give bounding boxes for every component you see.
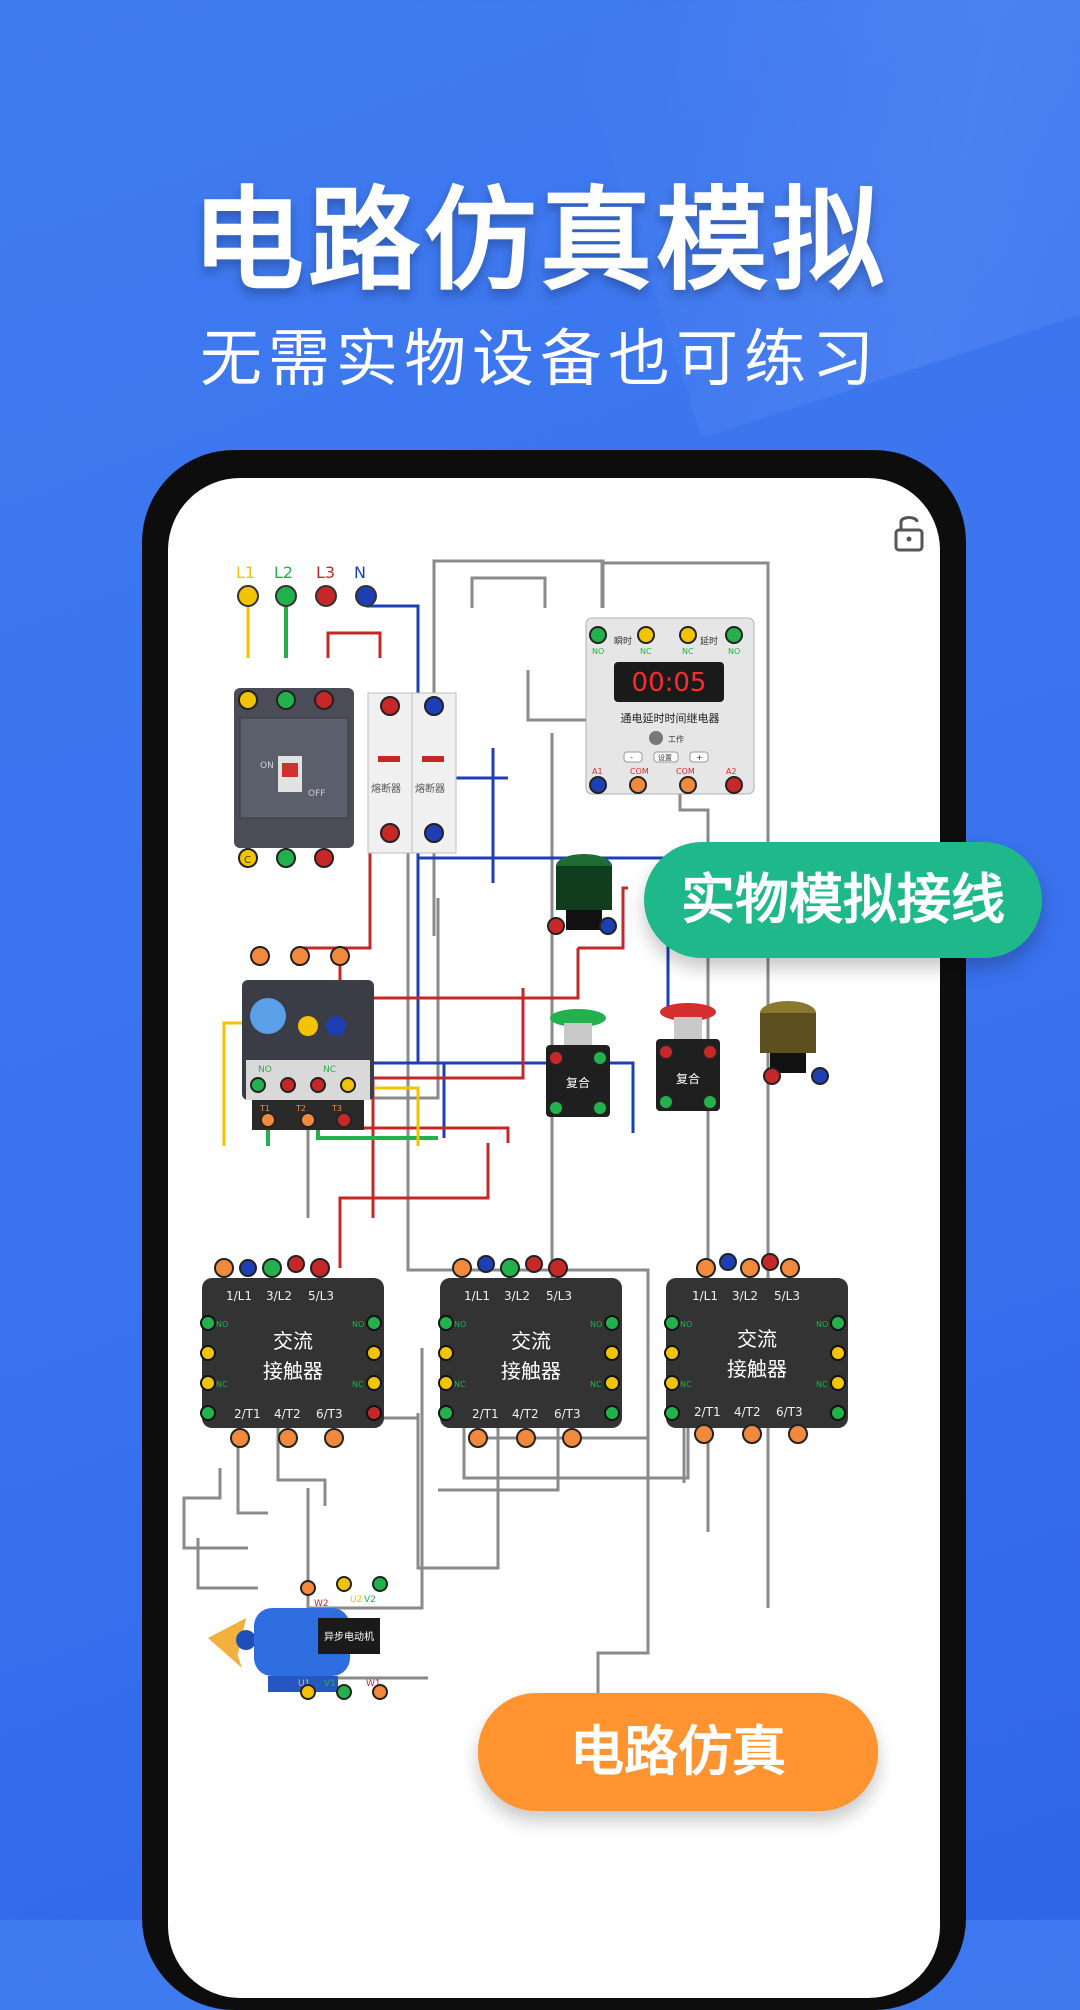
- terminal-l1-label: L1: [236, 563, 255, 582]
- c3-l2: 3/L2: [732, 1289, 758, 1303]
- relay-no-right: NO: [728, 647, 740, 656]
- c2-t1: 2/T1: [472, 1407, 499, 1421]
- c1-t3: 6/T3: [316, 1407, 343, 1421]
- circuit-sim-badge: 电路仿真: [478, 1693, 878, 1811]
- relay-delay-label: 延时: [700, 635, 718, 647]
- page-title: 电路仿真模拟: [192, 176, 888, 306]
- terminal-l2-label: L2: [274, 563, 293, 582]
- c1-t2: 4/T2: [274, 1407, 301, 1421]
- terminal-n: [355, 585, 377, 607]
- overload-nc-label: NC: [323, 1065, 336, 1075]
- c1-l3: 5/L3: [308, 1289, 334, 1303]
- red-push-button[interactable]: 复合: [656, 1003, 720, 1111]
- contactor-3[interactable]: 1/L1 3/L2 5/L3 交流 接触器 2/T1 4/T2 6/T3 NO …: [664, 1253, 848, 1444]
- c3-name-1: 交流: [737, 1327, 777, 1351]
- c3-l3: 5/L3: [774, 1289, 800, 1303]
- c2-nc-right: NC: [590, 1380, 602, 1389]
- green-push-button[interactable]: 复合: [546, 1009, 610, 1117]
- breaker-c-label: C: [244, 855, 251, 866]
- relay-no-left: NO: [592, 647, 604, 656]
- c3-l1: 1/L1: [692, 1289, 718, 1303]
- fuse-label-2: 熔断器: [415, 782, 445, 795]
- thermal-overload-relay[interactable]: NO NC T1 T2 T3: [242, 946, 374, 1130]
- motor-v1: V1: [324, 1679, 336, 1689]
- c3-nc-left: NC: [680, 1380, 692, 1389]
- relay-name: 通电延时时间继电器: [621, 712, 720, 725]
- relay-plus: +: [696, 753, 703, 762]
- c2-l3: 5/L3: [546, 1289, 572, 1303]
- c2-name-2: 接触器: [501, 1359, 561, 1383]
- fuse-label-1: 熔断器: [371, 782, 401, 795]
- c2-t2: 4/T2: [512, 1407, 539, 1421]
- terminal-l3-label: L3: [316, 563, 335, 582]
- time-delay-relay[interactable]: 瞬时 延时 NO NC NC NO 00:05 通电延时时间继电器 工作 - 设…: [585, 617, 755, 795]
- relay-work-label: 工作: [668, 734, 684, 744]
- c1-name-2: 接触器: [263, 1359, 323, 1383]
- c3-no-right: NO: [816, 1320, 828, 1329]
- c1-nc-right: NC: [352, 1380, 364, 1389]
- c3-no-left: NO: [680, 1320, 692, 1329]
- c1-t1: 2/T1: [234, 1407, 261, 1421]
- c2-l2: 3/L2: [504, 1289, 530, 1303]
- motor-u2: U2: [350, 1595, 362, 1605]
- motor-v2: V2: [364, 1595, 376, 1605]
- contactor-2[interactable]: 1/L1 3/L2 5/L3 交流 接触器 2/T1 4/T2 6/T3 NO …: [438, 1255, 622, 1448]
- c2-name-1: 交流: [511, 1329, 551, 1353]
- fuses[interactable]: 熔断器 熔断器: [367, 692, 457, 854]
- yellow-indicator-lamp[interactable]: [760, 1001, 829, 1085]
- overload-t2-label: T2: [295, 1104, 306, 1113]
- relay-com-label-2: COM: [676, 767, 695, 776]
- circuit-breaker[interactable]: ON OFF C: [234, 688, 354, 868]
- c1-l1: 1/L1: [226, 1289, 252, 1303]
- lock-open-icon[interactable]: [892, 512, 926, 552]
- c3-nc-right: NC: [816, 1380, 828, 1389]
- terminal-l3: [315, 585, 337, 607]
- relay-a1-label: A1: [592, 767, 603, 776]
- overload-t1-label: T1: [259, 1104, 270, 1113]
- c1-nc-left: NC: [216, 1380, 228, 1389]
- c3-t3: 6/T3: [776, 1405, 803, 1419]
- terminal-n-label: N: [354, 563, 366, 582]
- c3-name-2: 接触器: [727, 1357, 787, 1381]
- relay-nc-right: NC: [682, 647, 694, 656]
- circuit-canvas[interactable]: L1 L2 L3 N ON OFF C: [168, 478, 940, 1998]
- c2-no-left: NO: [454, 1320, 466, 1329]
- physical-wiring-badge: 实物模拟接线: [644, 842, 1042, 958]
- relay-display: 00:05: [632, 668, 707, 698]
- motor-w2: W2: [314, 1599, 329, 1609]
- c2-t3: 6/T3: [554, 1407, 581, 1421]
- green-indicator-lamp[interactable]: [547, 854, 617, 935]
- motor-label: 异步电动机: [324, 1630, 374, 1643]
- c2-nc-left: NC: [454, 1380, 466, 1389]
- async-motor[interactable]: 异步电动机 W2 U2 V2 U1 V1 W1: [208, 1576, 388, 1700]
- overload-t3-label: T3: [331, 1104, 342, 1113]
- breaker-off-label: OFF: [308, 789, 325, 799]
- motor-u1: U1: [298, 1679, 310, 1689]
- overload-no-label: NO: [258, 1065, 272, 1075]
- relay-a2-label: A2: [726, 767, 737, 776]
- c1-no-left: NO: [216, 1320, 228, 1329]
- phone-screen: L1 L2 L3 N ON OFF C: [168, 478, 940, 1998]
- c2-l1: 1/L1: [464, 1289, 490, 1303]
- c1-name-1: 交流: [273, 1329, 313, 1353]
- relay-set: 设置: [658, 753, 672, 762]
- contactor-1[interactable]: 1/L1 3/L2 5/L3 交流 接触器 2/T1 4/T2 6/T3 NO …: [200, 1255, 384, 1448]
- c1-no-right: NO: [352, 1320, 364, 1329]
- terminal-l1: [237, 585, 259, 607]
- relay-minus: -: [630, 753, 633, 762]
- c2-no-right: NO: [590, 1320, 602, 1329]
- breaker-on-label: ON: [260, 761, 274, 771]
- relay-instant-label: 瞬时: [614, 635, 632, 647]
- red-button-label: 复合: [676, 1071, 700, 1086]
- page-subtitle: 无需实物设备也可练习: [199, 322, 880, 395]
- terminal-l2: [275, 585, 297, 607]
- motor-w1: W1: [366, 1679, 381, 1689]
- c3-t1: 2/T1: [694, 1405, 721, 1419]
- green-button-label: 复合: [566, 1075, 590, 1090]
- c1-l2: 3/L2: [266, 1289, 292, 1303]
- relay-com-label-1: COM: [630, 767, 649, 776]
- power-terminals: L1 L2 L3 N: [236, 563, 377, 607]
- relay-nc-left: NC: [640, 647, 652, 656]
- c3-t2: 4/T2: [734, 1405, 761, 1419]
